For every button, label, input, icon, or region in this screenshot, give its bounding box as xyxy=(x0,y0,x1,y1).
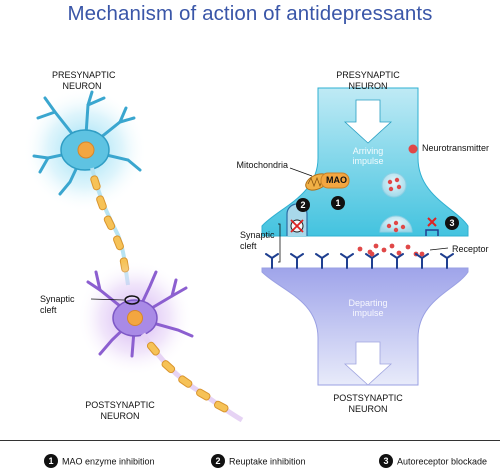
right-synaptic-cleft-label: Synaptic cleft xyxy=(240,230,275,251)
legend-item-3: 3 Autoreceptor blockade xyxy=(379,454,488,469)
released-neurotransmitters xyxy=(357,243,419,257)
arriving-arrow-icon xyxy=(343,99,393,144)
legend-label-3: Autoreceptor blockade xyxy=(397,456,488,467)
arriving-impulse-label: Arriving impulse xyxy=(352,146,384,166)
legend-label-1: MAO enzyme inhibition xyxy=(62,456,155,467)
postsynaptic-receptors xyxy=(265,253,454,269)
marker-1: 1 xyxy=(331,196,345,210)
legend-num-2: 2 xyxy=(211,454,225,468)
postsynaptic-terminal xyxy=(261,267,469,386)
postsynaptic-neuron-illustration xyxy=(77,260,244,423)
left-presynaptic-label: PRESYNAPTIC NEURON xyxy=(52,70,116,91)
left-postsynaptic-label: POSTSYNAPTIC NEURON xyxy=(85,400,155,421)
right-postsynaptic-label: POSTSYNAPTIC NEURON xyxy=(333,393,403,414)
right-presynaptic-label: PRESYNAPTIC NEURON xyxy=(336,70,400,91)
leader-lines xyxy=(278,167,449,263)
mitochondria-label: Mitochondria xyxy=(236,160,288,170)
presynaptic-terminal xyxy=(261,87,469,237)
legend-divider xyxy=(0,440,500,441)
mao-label: MAO xyxy=(326,175,347,185)
mao-enzyme xyxy=(320,172,350,189)
neurotransmitter-label: Neurotransmitter xyxy=(422,143,490,153)
marker-2: 2 xyxy=(296,198,310,212)
synaptic-vesicles xyxy=(379,172,413,233)
page-title: Mechanism of action of antidepressants xyxy=(67,2,433,25)
presynaptic-neuron-illustration xyxy=(23,88,147,212)
legend-item-1: 1 MAO enzyme inhibition xyxy=(44,454,155,469)
neurotransmitter-legend-dot xyxy=(408,144,418,154)
left-synaptic-cleft-label: Synaptic cleft xyxy=(40,294,75,315)
legend-item-2: 2 Reuptake inhibition xyxy=(211,454,306,469)
legend-label-2: Reuptake inhibition xyxy=(229,456,306,467)
legend-num-1: 1 xyxy=(44,454,58,468)
autoreceptor-blocked xyxy=(425,217,439,236)
legend-num-3: 3 xyxy=(379,454,393,468)
synaptic-cleft-marker xyxy=(90,295,140,305)
departing-impulse-label: Departing impulse xyxy=(348,298,388,318)
receptor-label: Receptor xyxy=(452,244,489,254)
bound-neurotransmitters xyxy=(369,251,425,257)
departing-arrow-icon xyxy=(343,341,393,386)
marker-3: 3 xyxy=(445,216,459,230)
